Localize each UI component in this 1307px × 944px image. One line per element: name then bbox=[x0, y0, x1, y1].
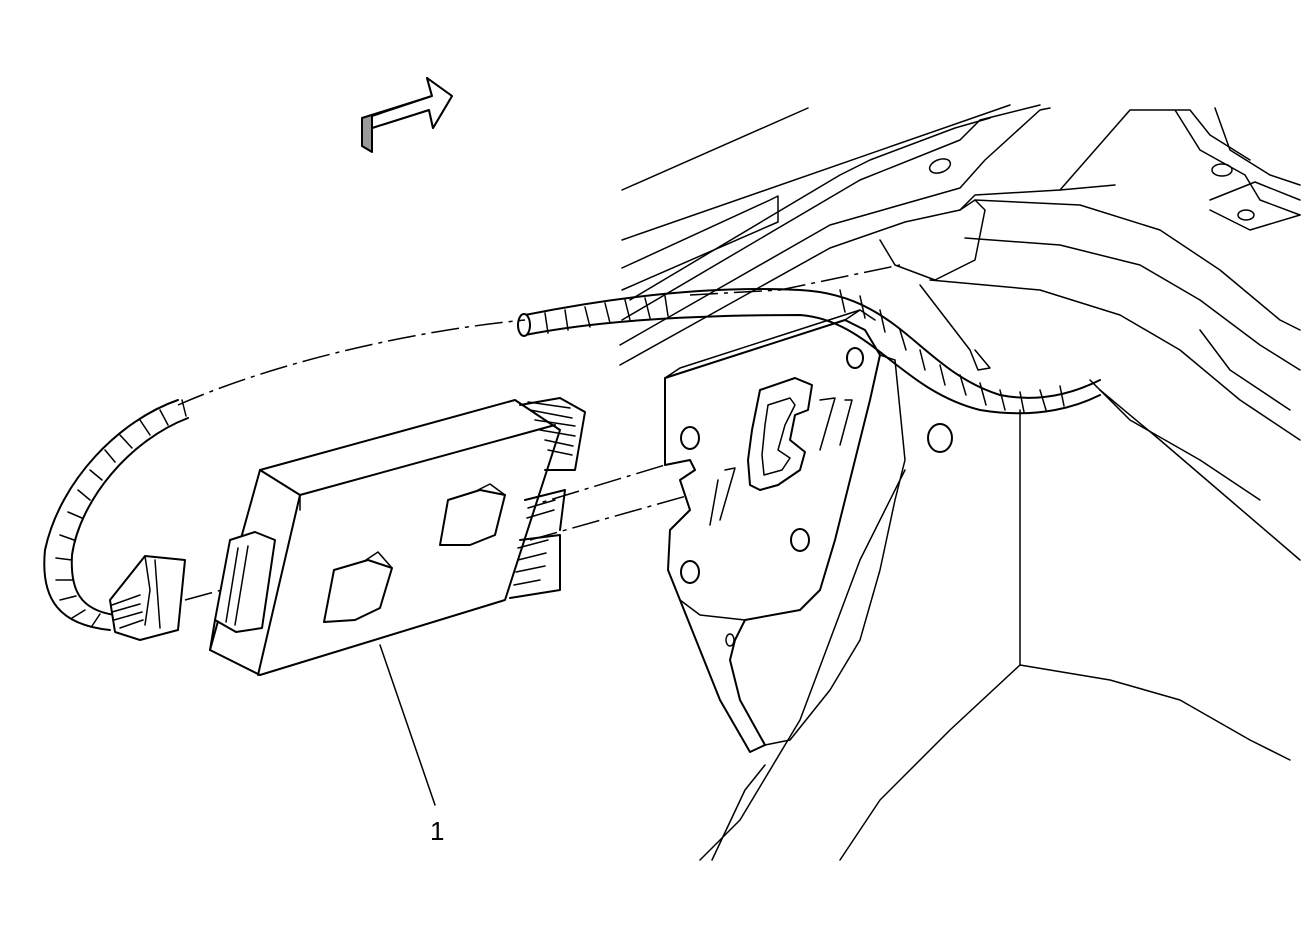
module-body bbox=[209, 397, 586, 676]
callout-number-1: 1 bbox=[430, 816, 445, 846]
forward-direction-arrow-icon bbox=[361, 77, 453, 153]
body-structure bbox=[619, 104, 1301, 501]
mounting-bracket bbox=[664, 309, 953, 753]
lower-panel bbox=[699, 389, 1301, 861]
wiring-harness-upper bbox=[517, 199, 1101, 415]
wiring-harness-left bbox=[43, 399, 189, 641]
callout-leader-1 bbox=[379, 644, 436, 806]
